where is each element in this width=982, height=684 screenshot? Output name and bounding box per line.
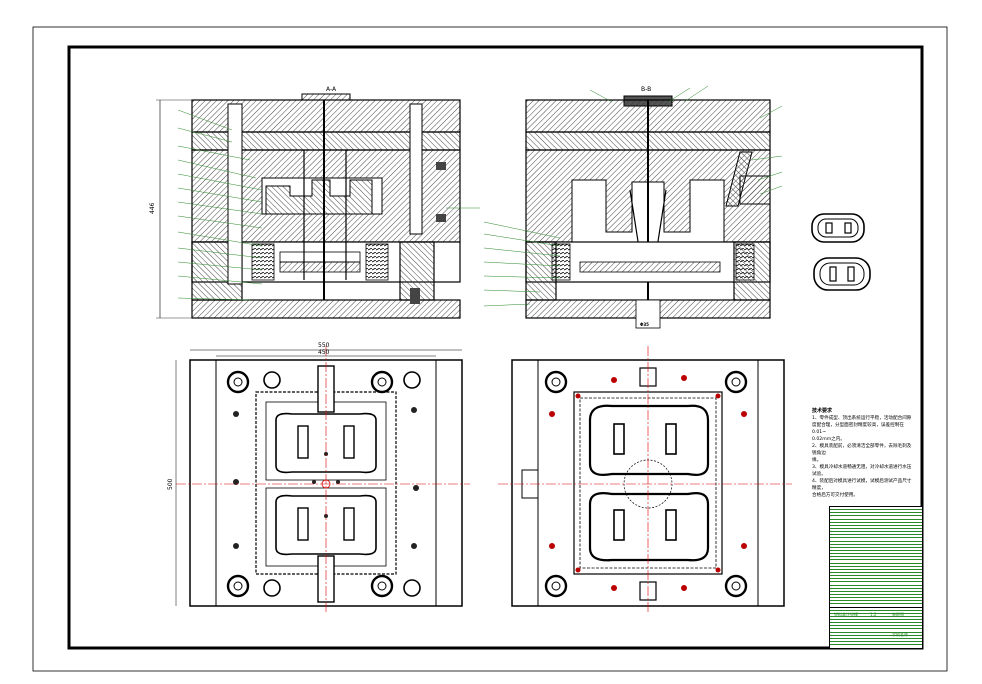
parts-list-row	[830, 626, 922, 630]
parts-list-row	[830, 529, 922, 533]
dim-height-front: 500	[167, 478, 174, 490]
parts-list-row	[830, 567, 922, 570]
parts-list-row	[830, 589, 922, 592]
notes-line: 度配合理，分型面密封精度较高，误差控制在0.01~	[812, 423, 904, 435]
notes-line: 3、模具冷却水道畅通无阻，对冷却水道进行水压试验。	[812, 465, 912, 477]
parts-list-row	[830, 636, 922, 639]
parts-list-row	[830, 570, 922, 573]
parts-list-row	[830, 598, 922, 602]
outer-frame	[32, 26, 948, 672]
notes-line: 0.02mm之内。	[812, 437, 845, 442]
notes-line: 4、装配后对模具进行试模，试模后测试产品尺寸精度，	[812, 479, 912, 491]
parts-list-row	[830, 507, 922, 511]
parts-list-row	[830, 535, 922, 539]
parts-list-row	[830, 520, 922, 523]
parts-list-row	[830, 633, 922, 636]
plan-view-fixed-half	[498, 346, 792, 612]
parts-list	[830, 507, 922, 646]
parts-list-row	[830, 551, 922, 555]
section-b-title: B-B	[641, 86, 651, 93]
parts-list-row	[830, 601, 922, 605]
dim-width-outer: 550	[318, 342, 330, 349]
parts-list-row	[830, 642, 922, 646]
dim-height-left: 446	[149, 202, 156, 214]
parts-list-row	[830, 639, 922, 643]
parts-list-row	[830, 573, 922, 577]
notes-line: 缘。	[812, 458, 822, 463]
parts-list-row	[830, 611, 922, 614]
parts-list-row	[830, 617, 922, 621]
section-view-a: A-A 446	[149, 86, 480, 319]
parts-list-row	[830, 604, 922, 608]
parts-list-row	[830, 595, 922, 599]
notes-title: 技术要求	[812, 408, 833, 414]
parts-list-row	[830, 586, 922, 589]
parts-list-row	[830, 542, 922, 545]
product-part-views	[811, 213, 871, 291]
notes-line: 合格后方可交付使用。	[812, 493, 858, 498]
parts-list-row	[830, 582, 922, 586]
notes-line: 1、零件成型、顶出系统运行平稳，活动配合间隙	[812, 416, 912, 421]
drawing-name: 塑料盒注塑模	[834, 612, 858, 617]
dim-nozzle: Φ35	[640, 322, 649, 327]
parts-list-row	[830, 545, 922, 548]
dim-width-inner: 450	[318, 349, 330, 356]
parts-list-row	[830, 560, 922, 564]
parts-list-row	[830, 510, 922, 514]
parts-list-row	[830, 608, 922, 611]
drawing-scale: 1:2	[870, 612, 877, 617]
title-block: 塑料盒注塑模 1:2 装配图 学校名称	[829, 506, 923, 649]
parts-list-row	[830, 523, 922, 526]
parts-list-row	[830, 579, 922, 583]
parts-list-row	[830, 564, 922, 567]
title-block-footer: 塑料盒注塑模 1:2 装配图 学校名称	[830, 607, 922, 649]
plan-view-moving-half: 550 450 500	[167, 342, 470, 612]
parts-list-row	[830, 532, 922, 536]
section-view-b: B-B Φ35	[483, 85, 783, 329]
inner-frame	[67, 45, 924, 650]
parts-list-row	[830, 516, 922, 520]
parts-list-row	[830, 623, 922, 627]
sheet-type: 装配图	[892, 612, 904, 617]
parts-list-row	[830, 629, 922, 633]
parts-list-row	[830, 513, 922, 517]
parts-list-row	[830, 576, 922, 580]
parts-list-row	[830, 557, 922, 561]
technical-notes: 技术要求 1、零件成型、顶出系统运行平稳，活动配合间隙 度配合理，分型面密封精度…	[812, 408, 912, 499]
parts-list-row	[830, 526, 922, 529]
parts-list-row	[830, 554, 922, 558]
notes-line: 2、模具装配前，必须清洁全部零件，去除毛刺及锐角边	[812, 444, 912, 456]
parts-list-row	[830, 548, 922, 551]
parts-list-row	[830, 620, 922, 624]
parts-list-row	[830, 592, 922, 595]
school-name: 学校名称	[892, 632, 908, 637]
parts-list-row	[830, 614, 922, 617]
parts-list-row	[830, 538, 922, 542]
section-a-title: A-A	[326, 86, 337, 93]
